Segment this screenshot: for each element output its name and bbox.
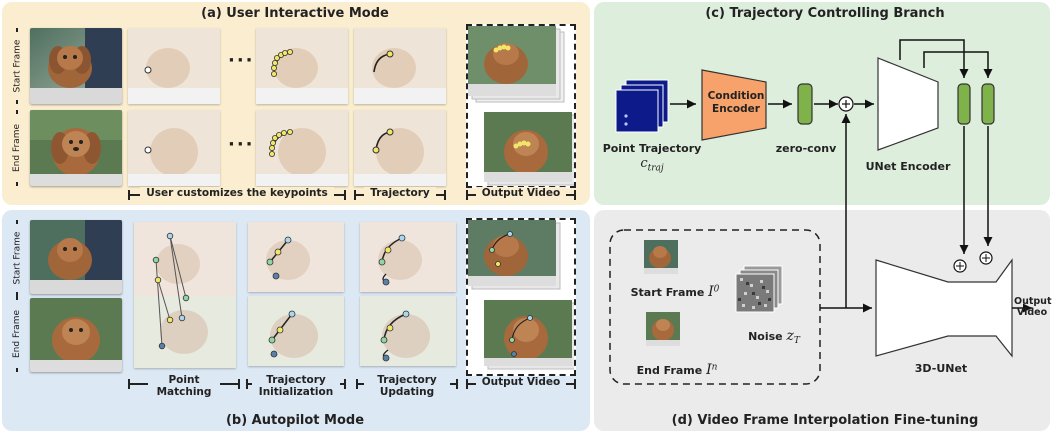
condition-encoder-block — [701, 69, 767, 141]
end-frame-label: End Frame In — [636, 362, 718, 378]
output-frame-1 — [468, 26, 556, 96]
keypoint-marker — [144, 66, 152, 74]
end-frame-thumb — [646, 312, 680, 346]
noise-label: Noise zT — [748, 328, 800, 347]
start-frame-thumb — [644, 240, 678, 274]
panel-b-start-frame-label: Start Frame — [12, 231, 23, 285]
panel-a-end-frame-label: End Frame — [12, 123, 23, 173]
panel-b-update-frame-end — [360, 296, 456, 366]
panel-b-start-frame-rule — [16, 220, 18, 224]
panel-a-trajectory-frame-end — [354, 110, 446, 186]
panel-a-start-frame-photo — [30, 28, 122, 104]
panel-a-caption-keypoints: User customizes the keypoints — [140, 187, 334, 199]
zero-conv-skip-1 — [957, 83, 971, 125]
panel-a-keypoint-frame-1 — [128, 28, 220, 104]
panel-b-title: (b) Autopilot Mode — [225, 413, 365, 428]
panel-a-title: (a) User Interactive Mode — [201, 6, 389, 21]
panel-a-keypoint-frame-4 — [256, 110, 348, 186]
unet3d-block — [875, 258, 1013, 358]
point-trajectory-stack — [615, 79, 669, 133]
panel-a-output-video — [466, 24, 577, 188]
unet3d-label: 3D-UNet — [914, 362, 968, 375]
panel-b-end-frame-photo — [30, 298, 122, 372]
panel-b-output-video — [466, 218, 577, 376]
panel-b-caption-output: Output Video — [476, 376, 566, 388]
condition-encoder-label: Condition Encoder — [707, 90, 765, 115]
output-video-label: Output Video — [1014, 296, 1052, 318]
panel-a-end-frame-rule-bottom — [16, 182, 18, 186]
panel-b-end-frame-rule — [16, 296, 18, 300]
output-frame-n — [484, 112, 577, 186]
panel-c-title: (c) Trajectory Controlling Branch — [705, 6, 945, 21]
inputs-dashed-box — [609, 229, 821, 385]
panel-a-start-frame-rule — [16, 28, 18, 32]
panel-a-end-frame-rule — [16, 110, 18, 114]
architecture-diagram — [609, 39, 1032, 385]
zero-conv-block — [797, 83, 813, 125]
panel-a-keypoint-frame-3 — [128, 110, 220, 186]
panel-b-caption-matching: Point Matching — [148, 374, 220, 398]
panel-d-title: (d) Video Frame Interpolation Fine-tunin… — [671, 413, 979, 428]
zero-conv-label: zero-conv — [775, 142, 837, 155]
panel-a-start-frame-label: Start Frame — [12, 39, 23, 93]
unet-encoder-label: UNet Encoder — [865, 160, 951, 173]
dog-photo-icon — [30, 28, 122, 104]
panel-b-matching-frame — [134, 222, 236, 368]
c-traj-symbol: ctraj — [640, 156, 664, 174]
panel-b-init-frame-end — [248, 296, 344, 366]
start-frame-label: Start Frame I0 — [630, 284, 720, 300]
panel-b-update-frame-start — [360, 222, 456, 292]
panel-b-end-frame-label: End Frame — [12, 309, 23, 359]
panel-b-start-frame-photo — [30, 220, 122, 294]
panel-a-caption-output: Output Video — [476, 187, 566, 199]
panel-b-caption-update: Trajectory Updating — [364, 374, 450, 398]
panel-b-start-frame-rule-bottom — [16, 292, 18, 296]
zero-conv-skip-2 — [981, 83, 995, 125]
ellipsis-row-2: ··· — [228, 134, 255, 155]
dog-photo-icon — [30, 110, 122, 186]
panel-b-end-frame-rule-bottom — [16, 368, 18, 372]
output-frame-n — [484, 300, 577, 370]
unet-encoder-block — [877, 57, 939, 151]
panel-a-keypoint-frame-2 — [256, 28, 348, 104]
point-trajectory-label: Point Trajectory — [602, 142, 702, 155]
panel-b-caption-init: Trajectory Initialization — [252, 374, 340, 398]
panel-b-init-frame-start — [248, 222, 344, 292]
panel-a-end-frame-photo — [30, 110, 122, 186]
output-frame-1 — [468, 220, 556, 286]
ellipsis-row-1: ··· — [228, 50, 255, 71]
panel-a-trajectory-frame-start — [354, 28, 446, 104]
noise-stack — [735, 265, 783, 313]
panel-a-caption-trajectory: Trajectory — [364, 187, 436, 199]
keypoint-marker — [144, 146, 152, 154]
panel-a-start-frame-rule-bottom — [16, 100, 18, 104]
